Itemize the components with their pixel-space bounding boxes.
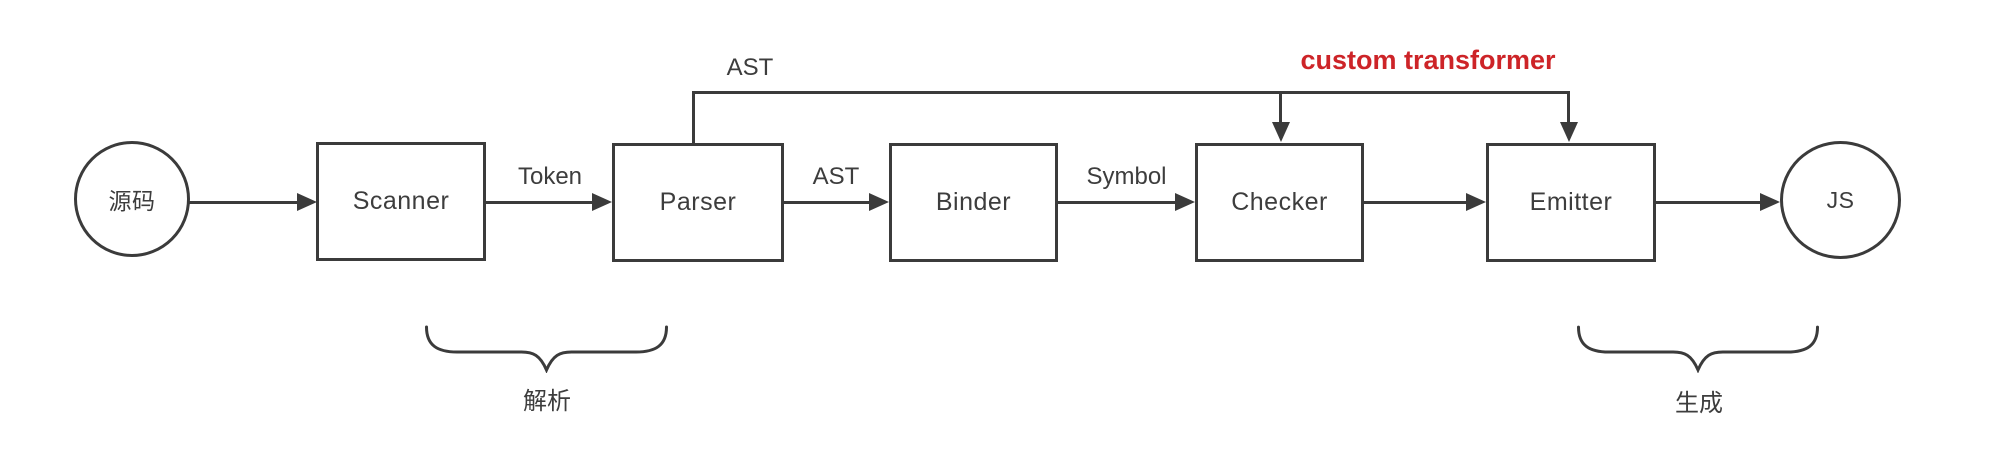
token-edge-label: Token (517, 163, 583, 190)
emitter-node: Emitter (1486, 143, 1656, 262)
bypass-riser-line (692, 91, 695, 143)
arrowhead-right-scanner-icon (297, 193, 317, 211)
bypass-horizontal-line (692, 91, 1570, 94)
js-node: JS (1780, 141, 1901, 259)
emitter-node-label: Emitter (1529, 188, 1613, 216)
edge-emitter-js-line (1656, 201, 1762, 204)
edge-source-scanner-line (189, 201, 299, 204)
source-node-label: 源码 (108, 188, 156, 214)
parse-phase-underbrace-icon (425, 325, 668, 373)
arrowhead-right-checker-icon (1175, 193, 1195, 211)
arrowhead-right-parser-icon (592, 193, 612, 211)
arrowhead-right-emitter-icon (1466, 193, 1486, 211)
checker-node: Checker (1195, 143, 1364, 262)
bypass-drop-checker-line (1279, 94, 1282, 123)
scanner-node-label: Scanner (352, 187, 450, 215)
custom-transformer-label: custom transformer (1300, 45, 1556, 75)
bypass-ast-label: AST (726, 54, 774, 81)
parse-phase-label: 解析 (523, 388, 571, 415)
source-node: 源码 (74, 141, 190, 257)
edge-checker-emitter-line (1364, 201, 1468, 204)
arrowhead-down-emitter-icon (1560, 122, 1578, 142)
bypass-drop-emitter-line (1567, 94, 1570, 123)
scanner-node: Scanner (316, 142, 486, 261)
checker-node-label: Checker (1231, 188, 1328, 216)
arrowhead-right-js-icon (1760, 193, 1780, 211)
edge-binder-checker-line (1058, 201, 1177, 204)
generate-phase-underbrace-icon (1577, 325, 1819, 373)
ast-edge-label: AST (812, 163, 860, 190)
arrowhead-right-binder-icon (869, 193, 889, 211)
js-node-label: JS (1826, 186, 1855, 213)
arrowhead-down-checker-icon (1272, 122, 1290, 142)
generate-phase-label: 生成 (1675, 390, 1723, 417)
symbol-edge-label: Symbol (1086, 163, 1167, 190)
binder-node: Binder (889, 143, 1058, 262)
parser-node: Parser (612, 143, 784, 262)
edge-scanner-parser-line (486, 201, 594, 204)
parser-node-label: Parser (659, 188, 737, 216)
binder-node-label: Binder (935, 188, 1012, 216)
edge-parser-binder-line (784, 201, 871, 204)
